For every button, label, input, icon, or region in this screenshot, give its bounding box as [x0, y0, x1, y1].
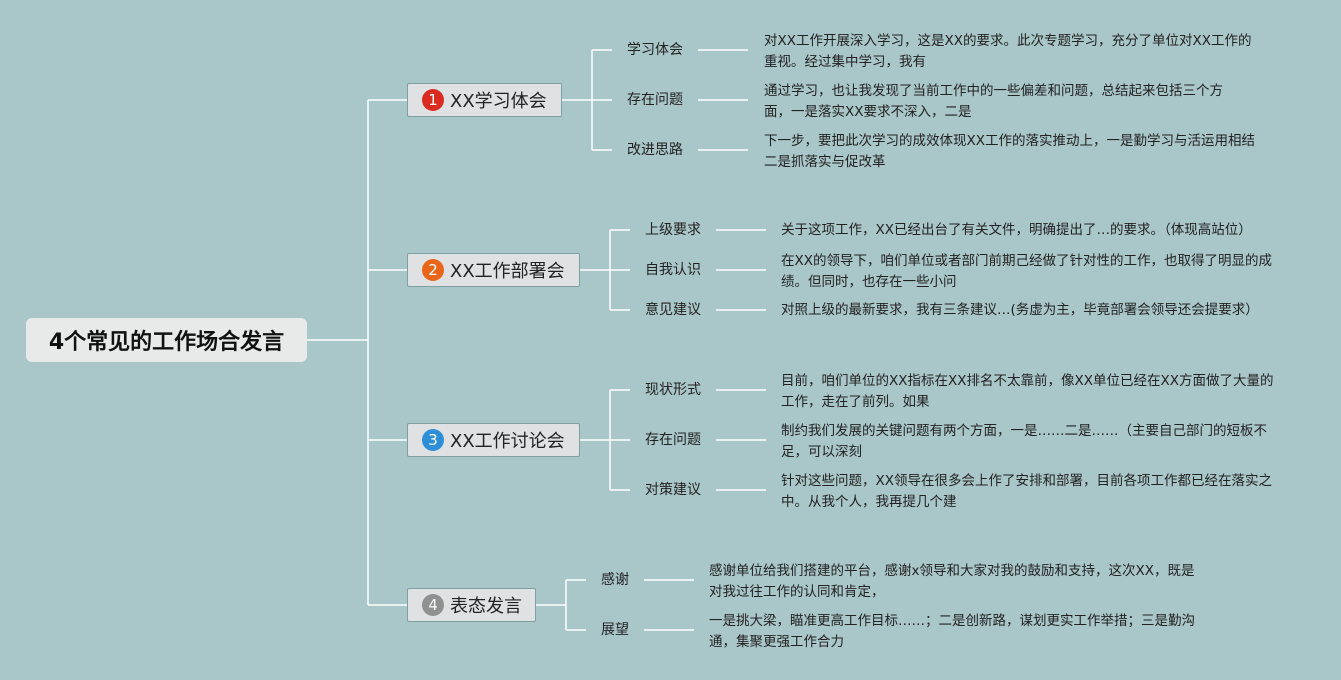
branch-3-sub-3-label[interactable]: 对策建议: [645, 482, 701, 498]
branch-2-sub-2-text: 在XX的领导下，咱们单位或者部门前期己经做了针对性的工作，也取得了明显的成绩。但…: [781, 253, 1272, 290]
branch-1-sub-1-label[interactable]: 学习体会: [627, 42, 683, 58]
branch-3-topic[interactable]: 3 XX工作讨论会: [407, 423, 580, 457]
branch-3-sub-2-text: 制约我们发展的关键问题有两个方面，一是……二是……（主要自己部门的短板不足，可以…: [781, 423, 1267, 460]
branch-2-topic[interactable]: 2 XX工作部署会: [407, 253, 580, 287]
branch-1-sub-2-label[interactable]: 存在问题: [627, 92, 683, 108]
branch-4-sub-2-label[interactable]: 展望: [601, 622, 629, 638]
branch-1-topic[interactable]: 1 XX学习体会: [407, 83, 562, 117]
branch-4-topic[interactable]: 4 表态发言: [407, 588, 536, 622]
number-3-badge-icon: 3: [422, 429, 444, 451]
root-topic[interactable]: 4个常见的工作场合发言: [26, 318, 307, 362]
root-title: 4个常见的工作场合发言: [48, 330, 285, 355]
branch-4-sub-1-label[interactable]: 感谢: [601, 572, 629, 588]
branch-2-sub-3-label[interactable]: 意见建议: [645, 302, 701, 318]
branch-4-title: 表态发言: [450, 596, 522, 617]
branch-1-title: XX学习体会: [450, 91, 547, 112]
branch-2-sub-1-text: 关于这项工作，XX已经出台了有关文件，明确提出了…的要求。（体现高站位）: [781, 222, 1252, 238]
branch-2-sub-2-label[interactable]: 自我认识: [645, 262, 701, 278]
branch-3-title: XX工作讨论会: [450, 431, 565, 452]
branch-1-sub-3-label[interactable]: 改进思路: [627, 142, 683, 158]
branch-4-sub-1-text: 感谢单位给我们搭建的平台，感谢x领导和大家对我的鼓励和支持，这次XX，既是对我过…: [709, 563, 1195, 600]
branch-1-sub-2-text: 通过学习，也让我发现了当前工作中的一些偏差和问题，总结起来包括三个方面，一是落实…: [764, 83, 1223, 120]
branch-3-sub-2-label[interactable]: 存在问题: [645, 432, 701, 448]
branch-1-sub-3-text: 下一步，要把此次学习的成效体现XX工作的落实推动上，一是勤学习与活运用相结二是抓…: [764, 133, 1255, 170]
branch-2-sub-3-text: 对照上级的最新要求，我有三条建议…(务虚为主，毕竟部署会领导还会提要求）: [781, 302, 1259, 318]
branch-3-sub-1-text: 目前，咱们单位的XX指标在XX排名不太靠前，像XX单位已经在XX方面做了大量的工…: [781, 373, 1274, 410]
number-2-badge-icon: 2: [422, 259, 444, 281]
branch-2-title: XX工作部署会: [450, 261, 565, 282]
branch-4-sub-2-text: 一是挑大梁，瞄准更高工作目标……；二是创新路，谋划更实工作举措；三是勤沟通，集聚…: [709, 613, 1195, 650]
number-1-badge-icon: 1: [422, 89, 444, 111]
branch-3-sub-3-text: 针对这些问题，XX领导在很多会上作了安排和部署，目前各项工作都已经在落实之中。从…: [781, 473, 1272, 510]
branch-1-sub-1-text: 对XX工作开展深入学习，这是XX的要求。此次专题学习，充分了单位对XX工作的重视…: [764, 33, 1252, 70]
number-4-badge-icon: 4: [422, 594, 444, 616]
branch-3-sub-1-label[interactable]: 现状形式: [645, 382, 701, 398]
branch-2-sub-1-label[interactable]: 上级要求: [645, 222, 701, 238]
